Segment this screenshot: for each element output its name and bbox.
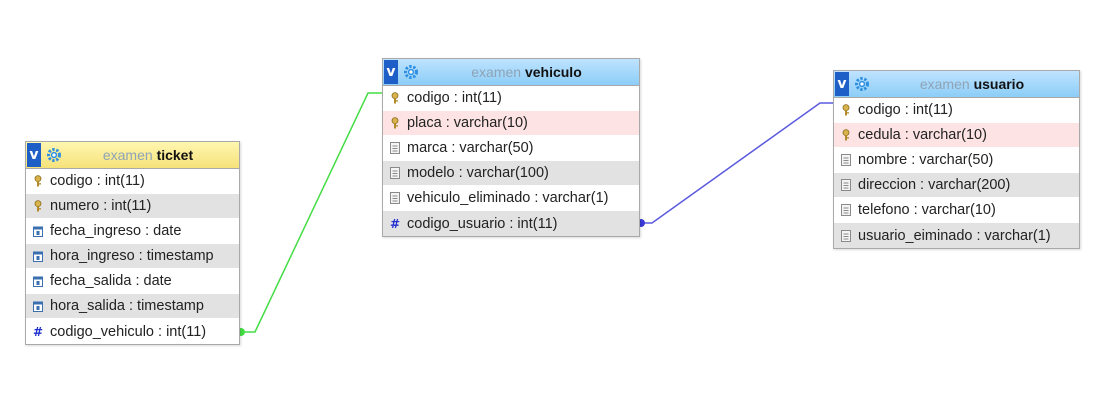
- key-icon: [32, 175, 44, 187]
- toggle-columns-button[interactable]: v: [835, 72, 849, 96]
- column-row[interactable]: codigo : int(11): [26, 169, 239, 194]
- text-icon: [840, 204, 852, 216]
- column-row[interactable]: telefono : varchar(10): [834, 198, 1079, 223]
- column-label: codigo : int(11): [407, 90, 502, 106]
- text-icon: [389, 192, 401, 204]
- table-name: usuario: [973, 76, 1025, 92]
- column-row[interactable]: marca : varchar(50): [383, 136, 639, 161]
- table-header[interactable]: v examen ticket: [26, 142, 239, 169]
- hash-icon: #: [389, 216, 401, 231]
- key-icon: [840, 104, 852, 116]
- column-label: hora_salida : timestamp: [50, 298, 204, 314]
- table-title: examen ticket: [63, 147, 239, 163]
- column-label: hora_ingreso : timestamp: [50, 248, 214, 264]
- column-label: marca : varchar(50): [407, 140, 534, 156]
- column-label: usuario_eiminado : varchar(1): [858, 227, 1051, 244]
- key-icon: [389, 92, 401, 104]
- database-name: examen: [471, 64, 522, 80]
- relation-ticket-vehiculo: [240, 92, 382, 333]
- column-row[interactable]: codigo : int(11): [834, 98, 1079, 123]
- gear-icon[interactable]: [853, 75, 871, 93]
- column-row[interactable]: fecha_ingreso : date: [26, 219, 239, 244]
- column-row[interactable]: nombre : varchar(50): [834, 148, 1079, 173]
- column-label: codigo : int(11): [50, 173, 145, 189]
- column-row[interactable]: # codigo_usuario : int(11): [383, 211, 639, 236]
- table-usuario[interactable]: v examen usuario codigo : int(11) cedula …: [833, 70, 1080, 249]
- column-label: codigo : int(11): [858, 102, 953, 118]
- date-icon: [32, 225, 44, 237]
- column-row[interactable]: modelo : varchar(100): [383, 161, 639, 186]
- column-row[interactable]: # codigo_vehiculo : int(11): [26, 319, 239, 344]
- table-header[interactable]: v examen vehiculo: [383, 59, 639, 86]
- column-row[interactable]: hora_salida : timestamp: [26, 294, 239, 319]
- column-row[interactable]: usuario_eiminado : varchar(1): [834, 223, 1079, 248]
- database-name: examen: [102, 147, 153, 163]
- column-label: telefono : varchar(10): [858, 202, 996, 218]
- column-row[interactable]: placa : varchar(10): [383, 111, 639, 136]
- database-name: examen: [919, 76, 970, 92]
- column-label: codigo_usuario : int(11): [407, 215, 558, 232]
- date-icon: [32, 250, 44, 262]
- text-icon: [840, 179, 852, 191]
- column-row[interactable]: cedula : varchar(10): [834, 123, 1079, 148]
- text-icon: [389, 142, 401, 154]
- column-list: codigo : int(11) numero : int(11) fecha_in…: [26, 169, 239, 344]
- text-icon: [389, 167, 401, 179]
- column-label: codigo_vehiculo : int(11): [50, 323, 207, 340]
- column-row[interactable]: direccion : varchar(200): [834, 173, 1079, 198]
- column-label: fecha_ingreso : date: [50, 223, 182, 239]
- date-icon: [32, 300, 44, 312]
- column-row[interactable]: numero : int(11): [26, 194, 239, 219]
- column-label: direccion : varchar(200): [858, 177, 1011, 193]
- column-label: numero : int(11): [50, 198, 152, 214]
- key-icon: [32, 200, 44, 212]
- column-row[interactable]: fecha_salida : date: [26, 269, 239, 294]
- column-list: codigo : int(11) cedula : varchar(10) nomb…: [834, 98, 1079, 248]
- toggle-columns-button[interactable]: v: [384, 60, 398, 84]
- gear-icon[interactable]: [45, 146, 63, 164]
- table-title: examen vehiculo: [420, 64, 639, 80]
- table-ticket[interactable]: v examen ticket codigo : int(11) numero :…: [25, 141, 240, 345]
- column-label: modelo : varchar(100): [407, 165, 549, 181]
- table-name: ticket: [156, 147, 194, 163]
- column-list: codigo : int(11) placa : varchar(10) marca…: [383, 86, 639, 236]
- column-label: placa : varchar(10): [407, 115, 528, 131]
- column-label: cedula : varchar(10): [858, 127, 987, 143]
- column-row[interactable]: hora_ingreso : timestamp: [26, 244, 239, 269]
- column-row[interactable]: codigo : int(11): [383, 86, 639, 111]
- text-icon: [840, 229, 852, 242]
- column-label: nombre : varchar(50): [858, 152, 994, 168]
- relation-vehiculo-usuario: [640, 102, 833, 224]
- column-row[interactable]: vehiculo_eliminado : varchar(1): [383, 186, 639, 211]
- table-vehiculo[interactable]: v examen vehiculo codigo : int(11) placa …: [382, 58, 640, 237]
- table-header[interactable]: v examen usuario: [834, 71, 1079, 98]
- toggle-columns-button[interactable]: v: [27, 143, 41, 167]
- table-name: vehiculo: [524, 64, 582, 80]
- table-title: examen usuario: [871, 76, 1079, 92]
- key-icon: [840, 129, 852, 141]
- date-icon: [32, 275, 44, 287]
- column-label: fecha_salida : date: [50, 273, 172, 289]
- key-icon: [389, 117, 401, 129]
- column-label: vehiculo_eliminado : varchar(1): [407, 190, 609, 206]
- gear-icon[interactable]: [402, 63, 420, 81]
- hash-icon: #: [32, 324, 44, 339]
- text-icon: [840, 154, 852, 166]
